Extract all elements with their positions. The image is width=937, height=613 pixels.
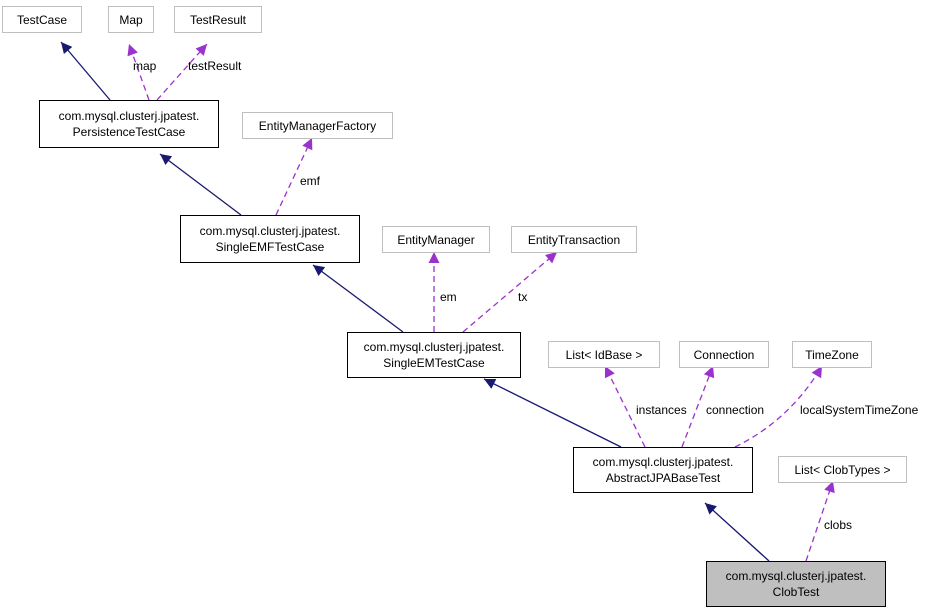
node-abstract-jpa-base-test-line-1: com.mysql.clusterj.jpatest.: [592, 455, 734, 469]
node-clob-test-line-2: ClobTest: [772, 585, 820, 599]
node-list-idbase-line-1: List< IdBase >: [565, 347, 643, 362]
node-entity-manager-line-1: EntityManager: [397, 232, 475, 247]
edge-label-local-system-timezone: localSystemTimeZone: [800, 403, 919, 417]
node-clob-test[interactable]: com.mysql.clusterj.jpatest. ClobTest: [706, 561, 886, 607]
node-persistence-test-case[interactable]: com.mysql.clusterj.jpatest. PersistenceT…: [39, 100, 219, 148]
node-connection-line-1: Connection: [693, 347, 755, 362]
node-abstract-jpa-base-test[interactable]: com.mysql.clusterj.jpatest. AbstractJPAB…: [573, 447, 753, 493]
edge-label-clobs: clobs: [824, 518, 853, 532]
edge-instances-usage: [604, 365, 646, 448]
node-timezone-line-1: TimeZone: [805, 347, 859, 362]
edge-label-em: em: [440, 290, 457, 304]
node-list-idbase[interactable]: List< IdBase >: [548, 341, 660, 368]
edge-tx-usage: [462, 251, 558, 333]
node-entity-transaction-line-1: EntityTransaction: [527, 232, 621, 247]
edge-label-emf: emf: [300, 174, 321, 188]
node-map-line-1: Map: [119, 12, 143, 27]
edge-singleemf-to-persistence: [159, 153, 242, 216]
node-single-emf-test-case-line-2: SingleEMFTestCase: [215, 240, 325, 254]
edge-clobtest-to-abstractjpa: [704, 502, 770, 562]
node-list-clobtypes[interactable]: List< ClobTypes >: [778, 456, 907, 483]
node-entity-transaction[interactable]: EntityTransaction: [511, 226, 637, 253]
node-timezone[interactable]: TimeZone: [792, 341, 872, 368]
edge-label-testresult: testResult: [188, 59, 242, 73]
node-single-em-test-case[interactable]: com.mysql.clusterj.jpatest. SingleEMTest…: [347, 332, 521, 378]
node-list-clobtypes-line-1: List< ClobTypes >: [794, 462, 891, 477]
edge-emf-usage: [275, 137, 313, 216]
node-abstract-jpa-base-test-line-2: AbstractJPABaseTest: [605, 471, 721, 485]
node-persistence-test-case-line-1: com.mysql.clusterj.jpatest.: [58, 109, 200, 123]
edge-label-map: map: [133, 59, 157, 73]
edge-testresult-usage: [156, 43, 208, 101]
node-single-emf-test-case[interactable]: com.mysql.clusterj.jpatest. SingleEMFTes…: [180, 215, 360, 263]
edge-label-connection: connection: [706, 403, 765, 417]
node-connection[interactable]: Connection: [679, 341, 769, 368]
node-single-em-test-case-line-1: com.mysql.clusterj.jpatest.: [363, 340, 505, 354]
node-testcase-line-1: TestCase: [16, 12, 68, 27]
node-clob-test-line-1: com.mysql.clusterj.jpatest.: [725, 569, 867, 583]
node-testresult-line-1: TestResult: [189, 12, 247, 27]
node-entity-manager-factory-line-1: EntityManagerFactory: [258, 118, 377, 133]
node-testcase[interactable]: TestCase: [2, 6, 82, 33]
edge-label-tx: tx: [518, 290, 528, 304]
node-single-emf-test-case-line-1: com.mysql.clusterj.jpatest.: [199, 224, 341, 238]
edge-connection-usage: [681, 365, 715, 448]
edge-timezone-usage: [734, 365, 823, 448]
edge-clobs-usage: [805, 480, 835, 562]
edge-persistence-to-testcase: [60, 41, 111, 101]
node-entity-manager[interactable]: EntityManager: [382, 226, 490, 253]
edge-singleem-to-singleemf: [312, 264, 404, 333]
edge-abstractjpa-to-singleem: [483, 378, 622, 448]
node-map[interactable]: Map: [108, 6, 154, 33]
edge-label-instances: instances: [636, 403, 687, 417]
node-entity-manager-factory[interactable]: EntityManagerFactory: [242, 112, 393, 139]
node-single-em-test-case-line-2: SingleEMTestCase: [383, 356, 485, 370]
node-persistence-test-case-line-2: PersistenceTestCase: [72, 125, 186, 139]
node-testresult[interactable]: TestResult: [174, 6, 262, 33]
